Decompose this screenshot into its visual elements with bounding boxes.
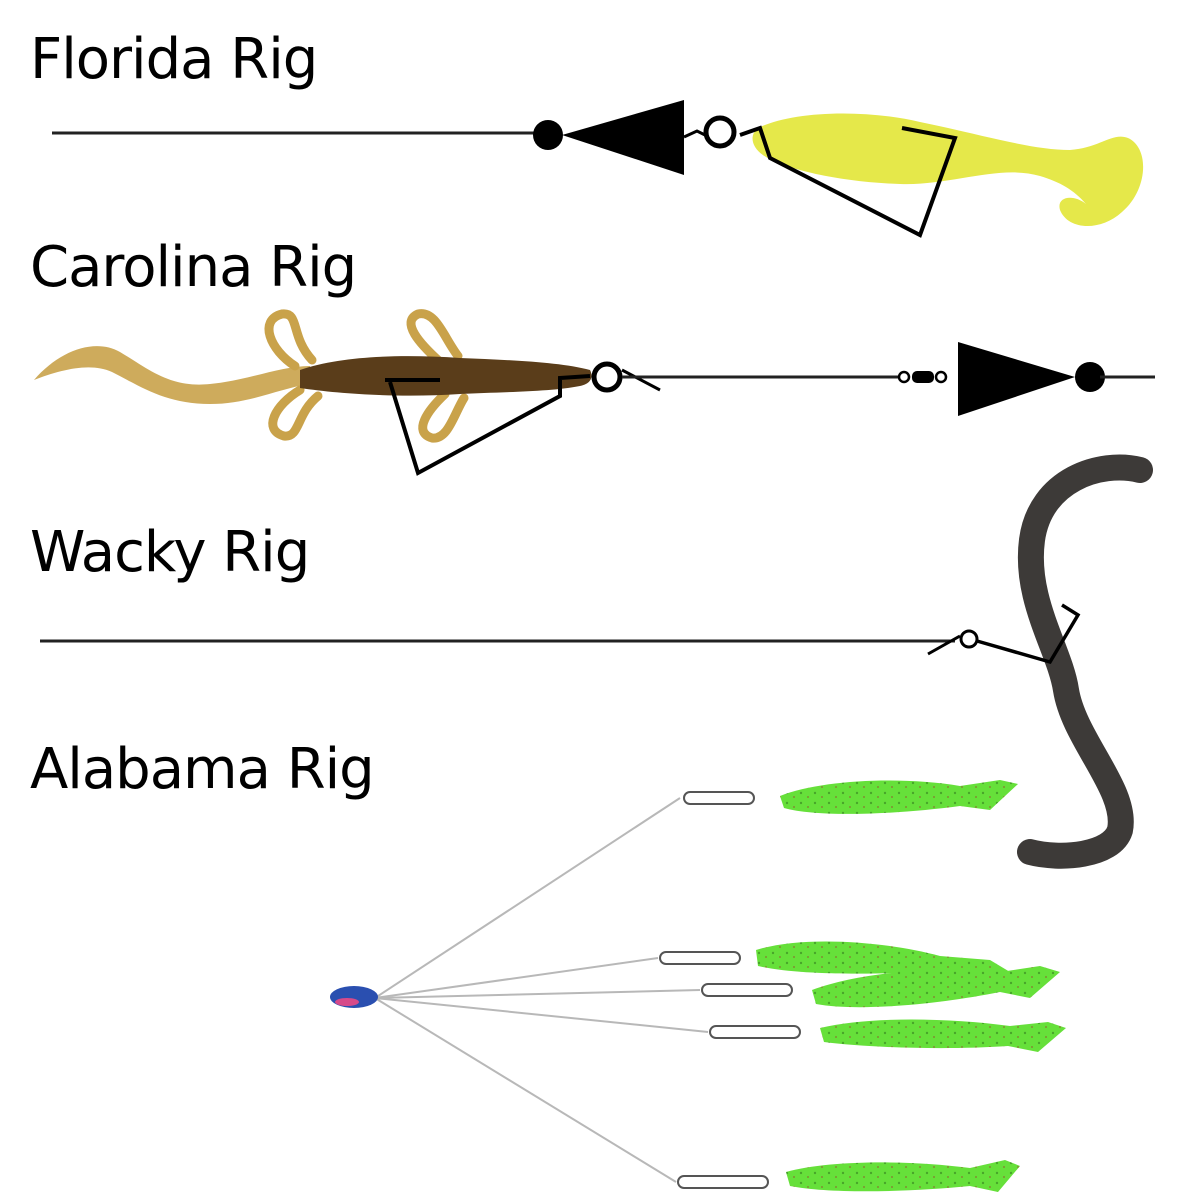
swimbait-icon bbox=[786, 1160, 1020, 1192]
lizard-tail-icon bbox=[34, 346, 310, 404]
hook-icon bbox=[385, 374, 591, 476]
lizard-leg-icon bbox=[268, 385, 323, 441]
alabama-rig bbox=[330, 780, 1066, 1192]
carolina-rig-label: Carolina Rig bbox=[30, 235, 357, 300]
grub-icon bbox=[752, 113, 1144, 227]
swivel-icon bbox=[659, 791, 801, 1189]
hook-icon bbox=[739, 125, 958, 238]
wacky-rig bbox=[40, 454, 1153, 869]
florida-rig-label: Florida Rig bbox=[30, 27, 318, 92]
jig-head-accent bbox=[335, 998, 359, 1006]
line-tie bbox=[683, 129, 706, 139]
alabama-rig-label: Alabama Rig bbox=[30, 737, 375, 802]
lizard-leg-icon bbox=[406, 309, 463, 367]
wire-arms bbox=[374, 797, 709, 1183]
lizard-leg-icon bbox=[418, 389, 469, 443]
bullet-weight-icon bbox=[562, 100, 684, 175]
line-tie bbox=[621, 368, 661, 392]
hook-icon bbox=[976, 603, 1081, 665]
florida-rig bbox=[52, 100, 1144, 238]
hook-eye-icon bbox=[591, 361, 623, 393]
swimbait-icon bbox=[780, 780, 1018, 814]
bead-icon bbox=[533, 120, 563, 150]
bullet-weight-icon bbox=[958, 342, 1075, 416]
line-tie bbox=[927, 634, 961, 656]
wacky-rig-label: Wacky Rig bbox=[30, 520, 310, 585]
swivel-icon bbox=[897, 370, 948, 384]
carolina-rig bbox=[34, 309, 1155, 476]
swimbait-icon bbox=[812, 966, 1060, 1008]
worm-icon bbox=[1017, 454, 1153, 869]
swimbait-icon bbox=[820, 1019, 1066, 1052]
hook-eye-icon bbox=[959, 629, 979, 649]
bead-icon bbox=[1075, 362, 1105, 392]
lizard-leg-icon bbox=[264, 309, 317, 371]
hook-eye-icon bbox=[703, 115, 737, 149]
lizard-body-icon bbox=[300, 356, 592, 396]
